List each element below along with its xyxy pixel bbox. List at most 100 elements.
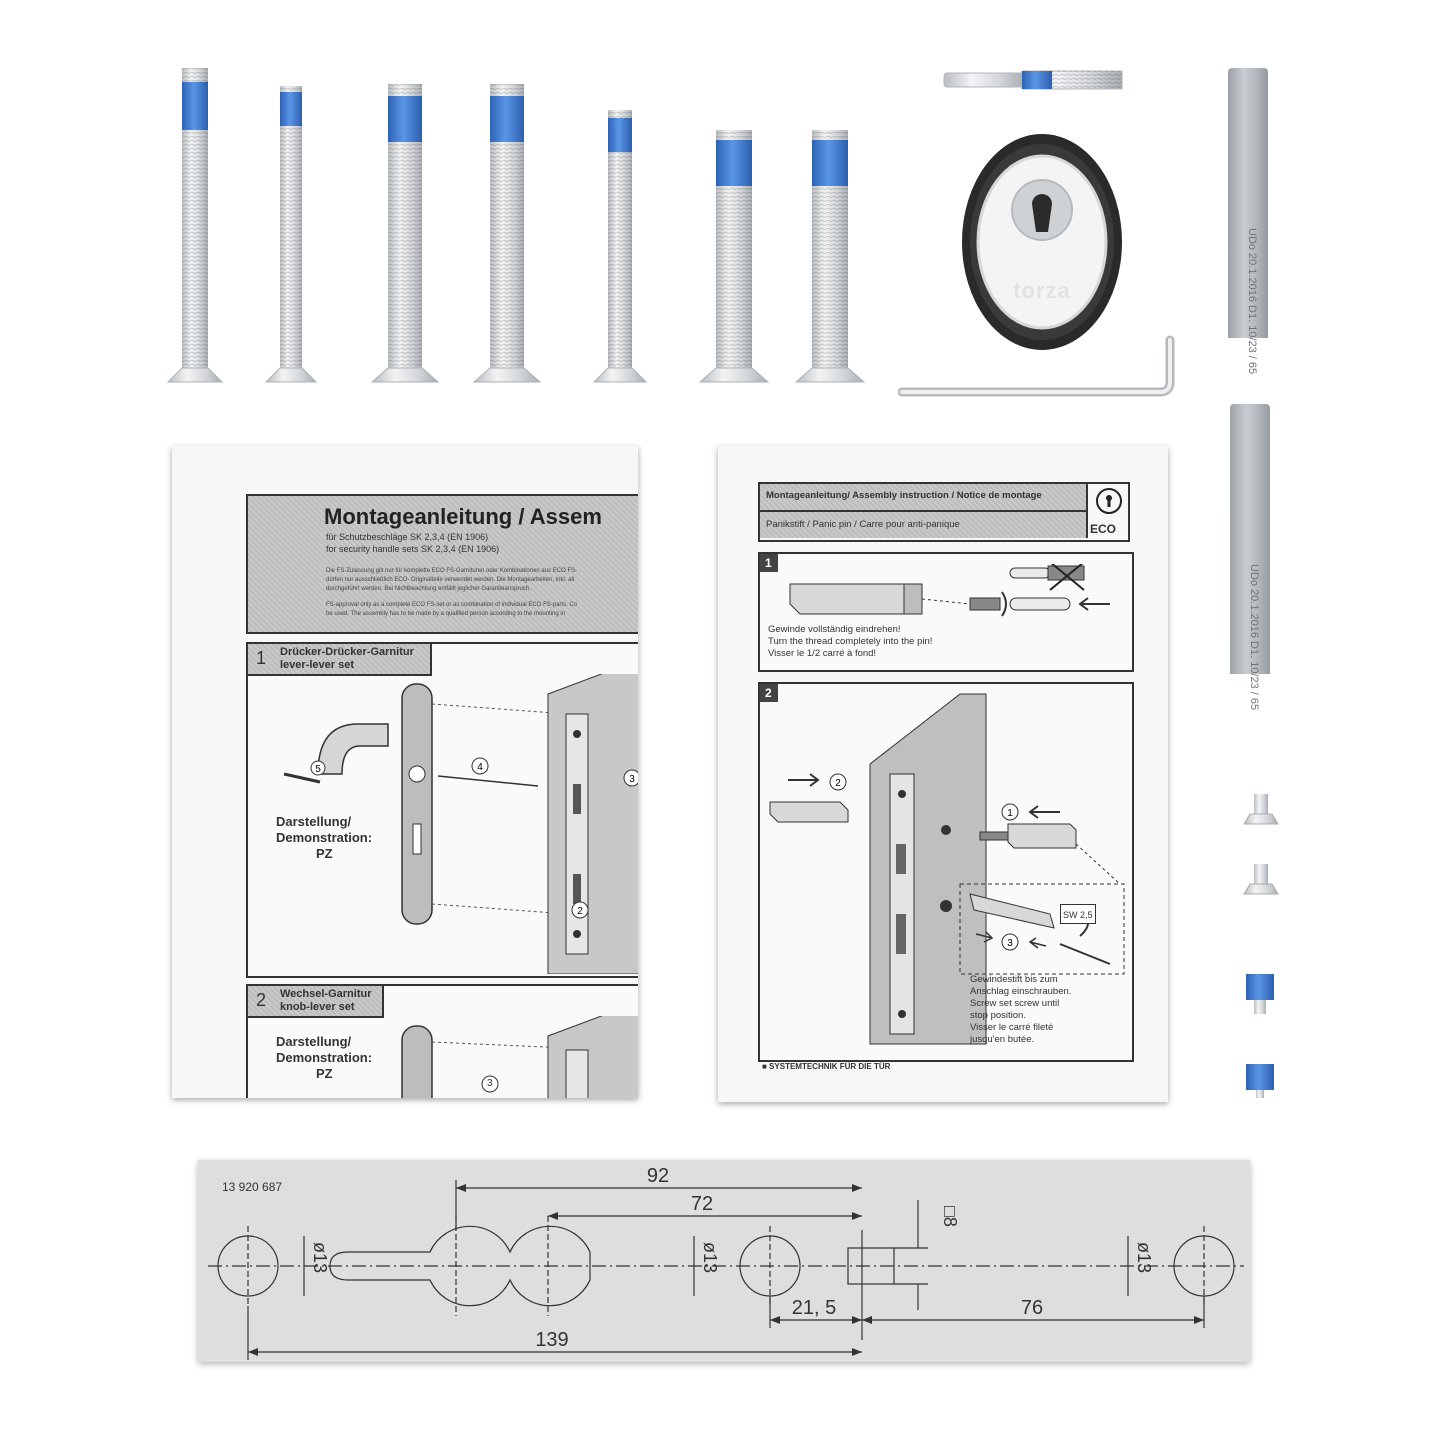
left-note-en-2: be used. The assembly has to be made by … — [326, 611, 566, 617]
right-step2-text-4: stop position. — [970, 1010, 1026, 1021]
left-note-en-1: FS-approval only as a complete ECO FS-se… — [326, 602, 578, 608]
small-countersunk-screw-1 — [1243, 794, 1279, 825]
left-callout-3-text: 3 — [629, 774, 635, 785]
cylinder-cover-rosette: torza — [962, 134, 1122, 350]
eco-brand-text: ECO — [1090, 522, 1117, 536]
left-step2-drawing — [401, 1016, 638, 1098]
right-callout-3-text: 3 — [1007, 938, 1013, 949]
left-callout-2 — [571, 901, 589, 919]
right-step2-panel: 2 2 1 — [758, 682, 1134, 1062]
left-note-de-1: Die FS-Zulassung gilt nur für komplette … — [326, 568, 578, 574]
right-step2-drawing: 2 1 3 — [769, 693, 1125, 1045]
right-callout-1-text: 1 — [1007, 808, 1013, 819]
left-step2-title-de: Wechsel-Garnitur — [280, 988, 372, 1000]
spindle-1-marking: UDo 20.1.2016 D1. 10/23 / 65 — [1246, 228, 1258, 375]
left-step1-number: 1 — [256, 648, 267, 668]
right-step1-number-box: 1 — [760, 554, 778, 572]
left-step2-demo-label-2: Demonstration: — [276, 1050, 373, 1065]
left-callout-5 — [310, 760, 326, 776]
dim-13-label-1: ø13 — [310, 1242, 330, 1273]
countersunk-screw-4 — [472, 84, 542, 383]
countersunk-screw-6 — [698, 130, 770, 383]
eco-logo-icon — [1096, 488, 1122, 514]
set-screw-1 — [1246, 974, 1274, 1014]
countersunk-screw-5 — [592, 110, 648, 383]
right-step1-drawing — [789, 564, 1110, 617]
left-step2-demo-label-1: Darstellung/ — [276, 1034, 352, 1049]
left-sheet-title: Montageanleitung / Assem — [324, 504, 602, 529]
left-callout-5-text: 5 — [315, 764, 321, 775]
right-step2-text-1: Gewindestift bis zum — [970, 974, 1058, 985]
dim-72-label: 72 — [691, 1193, 713, 1215]
right-step2-text-3: Screw set screw until — [970, 998, 1060, 1009]
right-callout-1 — [1001, 803, 1019, 821]
left-step1-title-en: lever-lever set — [280, 659, 354, 671]
right-step1-number: 1 — [765, 556, 772, 570]
countersunk-screw-7 — [794, 130, 866, 383]
left-callout-2-text: 2 — [577, 906, 583, 917]
right-sheet-header: Montageanleitung/ Assembly instruction /… — [758, 482, 1130, 542]
left-step1-title-de: Drücker-Drücker-Garnitur — [280, 646, 414, 658]
assembly-instruction-sheet-left: Montageanleitung / Assem für Schutzbesch… — [172, 446, 638, 1098]
template-drawing: 92 72 □8 ø13 ø13 ø13 21, 5 76 139 — [208, 1165, 1244, 1360]
right-step2-number: 2 — [765, 686, 772, 700]
left-step1-panel: 1 Drücker-Drücker-Garnitur lever-lever s… — [246, 642, 638, 978]
right-callout-3 — [1001, 933, 1019, 951]
left-step2-demo-label-3: PZ — [316, 1066, 333, 1081]
right-step1-text-3: Visser le 1/2 carré à fond! — [768, 648, 877, 659]
square-spindle-1: UDo 20.1.2016 D1. 10/23 / 65 — [1228, 68, 1268, 374]
left-sheet-subtitle-de: für Schutzbeschläge SK 2,3,4 (EN 1906) — [326, 532, 489, 542]
right-sheet-footer: ■ SYSTEMTECHNIK FÜR DIE TÜR — [762, 1062, 891, 1071]
left-note-de-3: durchgeführt werden. Bei Nichtbeachtung … — [326, 586, 531, 592]
right-step2-text-2: Anschlag einschrauben. — [970, 986, 1072, 997]
left-step2-callout-3: 3 — [487, 1078, 493, 1089]
right-step1-panel: 1 Gewinde vollständig eindrehen! Turn th… — [758, 552, 1134, 672]
right-sheet-title: Montageanleitung/ Assembly instruction /… — [766, 490, 1042, 501]
spindle-2-marking: UDo 20.1.2016 D1. 10/23 / 65 — [1248, 564, 1260, 711]
left-callout-4-text: 4 — [477, 762, 483, 773]
left-step2-panel: 2 Wechsel-Garnitur knob-lever set Darste… — [246, 984, 638, 1098]
right-step1-text-1: Gewinde vollständig eindrehen! — [768, 624, 901, 635]
right-step2-text-5: Visser le carré fileté — [970, 1022, 1054, 1033]
countersunk-screw-1 — [166, 68, 224, 383]
right-callout-2 — [829, 773, 847, 791]
allen-key — [898, 335, 1175, 397]
dim-139-label: 139 — [535, 1329, 568, 1351]
right-callout-2-text: 2 — [835, 778, 841, 789]
dim-21-5-label: 21, 5 — [792, 1297, 836, 1319]
dim-13-label-3: ø13 — [1134, 1242, 1154, 1273]
left-step2-number: 2 — [256, 990, 267, 1010]
sw-size-label: SW 2,5 — [1063, 910, 1093, 920]
screws-set — [166, 68, 866, 383]
left-note-de-2: dürfen nur ausschließlich ECO- Originalt… — [326, 577, 575, 583]
countersunk-screw-3 — [370, 84, 440, 383]
dim-8-label: □8 — [940, 1206, 960, 1227]
cover-brand-logo: torza — [1013, 278, 1071, 303]
right-step2-number-box: 2 — [760, 684, 778, 702]
right-sheet-subtitle: Panikstift / Panic pin / Carre pour anti… — [766, 519, 960, 530]
right-step2-text-6: jusqu'en butée. — [970, 1034, 1035, 1045]
dim-92-label: 92 — [647, 1165, 669, 1187]
left-sheet-header: Montageanleitung / Assem für Schutzbesch… — [246, 494, 638, 634]
dim-13-label-2: ø13 — [700, 1242, 720, 1273]
threaded-panic-pin — [943, 70, 1123, 90]
square-spindle-2: UDo 20.1.2016 D1. 10/23 / 65 — [1230, 404, 1270, 710]
left-callout-4 — [471, 757, 489, 775]
right-step1-text-2: Turn the thread completely into the pin! — [768, 636, 933, 647]
left-step1-demo-label-3: PZ — [316, 846, 333, 861]
dim-76-label: 76 — [1021, 1297, 1043, 1319]
countersunk-screw-2 — [264, 86, 318, 383]
left-step1-label: 1 Drücker-Drücker-Garnitur lever-lever s… — [248, 644, 432, 676]
small-countersunk-screw-2 — [1243, 864, 1279, 895]
sw-size-badge: SW 2,5 — [1060, 904, 1096, 924]
left-step1-drawing: 5 4 3 2 — [283, 674, 638, 974]
set-screw-2 — [1246, 1064, 1274, 1098]
left-callout-3 — [623, 769, 638, 787]
assembly-instruction-sheet-right: Montageanleitung/ Assembly instruction /… — [718, 446, 1168, 1102]
left-step1-demo-label-1: Darstellung/ — [276, 814, 352, 829]
left-step2-title-en: knob-lever set — [280, 1001, 355, 1013]
left-step1-demo-label-2: Demonstration: — [276, 830, 373, 845]
template-article-number: 13 920 687 — [222, 1180, 283, 1194]
left-step2-label: 2 Wechsel-Garnitur knob-lever set — [248, 986, 384, 1018]
drilling-template: 13 920 687 — [198, 1160, 1250, 1362]
